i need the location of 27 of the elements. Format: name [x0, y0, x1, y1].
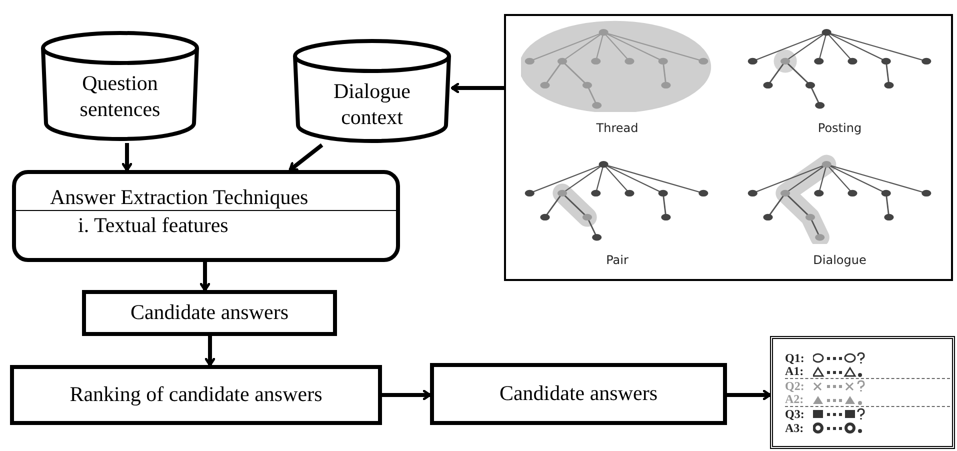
arrow — [288, 143, 324, 172]
arrow — [382, 390, 432, 400]
qa-label: Q2: — [785, 380, 806, 392]
process-box: Ranking of candidate answers — [10, 365, 382, 425]
node-label: Question sentences — [80, 71, 160, 121]
node-label: Dialogue context — [334, 79, 410, 129]
picture-frame — [770, 336, 955, 449]
qa-label: A3: — [785, 422, 805, 434]
qa-label: A1: — [785, 365, 805, 378]
qa-label: Q3: — [785, 408, 806, 420]
figure-label: Posting — [818, 120, 862, 136]
qa-label: Q1: — [785, 352, 806, 364]
qa-label: A2: — [785, 393, 805, 406]
list-item: i. Textual features — [77, 212, 230, 239]
process-box: Candidate answers — [430, 363, 727, 425]
process-box — [12, 170, 400, 262]
figure-panel — [504, 14, 953, 281]
node-heading: Answer Extraction Techniques — [16, 184, 396, 211]
figure-label: Pair — [606, 252, 628, 268]
arrow — [200, 262, 210, 292]
figure-label: Dialogue — [813, 252, 866, 268]
arrow — [204, 336, 216, 366]
figure-label: Thread — [596, 120, 638, 136]
arrow — [122, 143, 132, 172]
arrow — [450, 82, 504, 94]
process-box: Candidate answers — [82, 290, 337, 336]
arrow — [727, 390, 772, 400]
